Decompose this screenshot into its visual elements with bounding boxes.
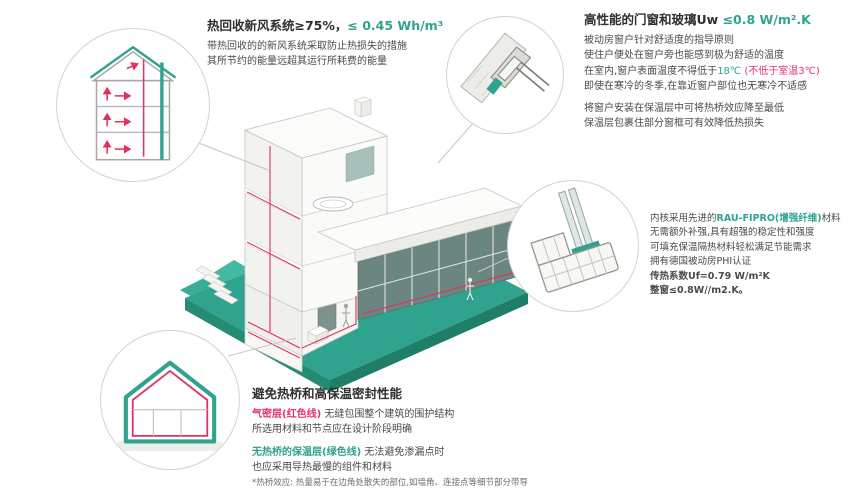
human-figures — [342, 277, 474, 328]
garden-stairs — [195, 265, 239, 305]
insulation-detail-circle — [100, 330, 240, 470]
insulation-title: 避免热桥和高保温密封性能 — [252, 386, 403, 401]
window-corner-detail-circle — [446, 16, 564, 134]
title-value: ≤0.8 W/m².K — [722, 12, 811, 27]
window-profile-circle — [507, 180, 639, 312]
isometric-house-illustration — [180, 96, 537, 392]
text-line: 所选用材料和节点应在设计阶段明确 — [252, 424, 412, 436]
title-segment: 高性能的门窗和玻璃Uw — [584, 12, 723, 27]
text-line: 其所节约的能量远超其运行所耗费的能量 — [207, 56, 387, 68]
house-section-airflow-illustration — [89, 45, 177, 161]
ventilation-detail-circle — [56, 28, 210, 182]
window-corner-illustration — [460, 32, 550, 104]
profile-text-block: 内核采用先进的RAU-FIPRO(增强纤维)材料 无需额外补强,具有超强的稳定性… — [650, 212, 862, 299]
title-segment: 热回收新风系统≥75%， — [207, 18, 348, 33]
text-segment: 无缝包围整个建筑的围护结构 — [321, 409, 455, 421]
text-line: 在室内,窗户表面温度不得低于18℃ (不低于室温3℃) — [584, 64, 862, 79]
text-line: 带热回收的的新风系统采取防止热损失的措施 — [207, 41, 407, 53]
text-line: 拥有德国被动房PHI认证 — [650, 256, 752, 268]
text-line: 被动房窗户针对舒适度的指导原则 — [584, 35, 734, 47]
material-name: RAU-FIPRO(增强纤维) — [716, 213, 822, 224]
text-line: 使住户便处在窗户旁也能感到极为舒适的温度 — [584, 50, 784, 62]
text-line: 内核采用先进的RAU-FIPRO(增强纤维)材料 — [650, 212, 862, 226]
text-segment: 内核采用先进的 — [650, 213, 717, 224]
insulation-text-block: 避免热桥和高保温密封性能 气密层(红色线) 无缝包围整个建筑的围护结构 所选用材… — [252, 386, 582, 490]
temperature-note: (不低于室温3℃) — [741, 65, 820, 77]
text-segment: 无法避免渗漏点时 — [361, 446, 445, 458]
text-line: 即使在寒冷的冬季,在靠近窗户部位也无寒冷不适感 — [584, 80, 808, 92]
text-line: 可填充保温隔热材料轻松满足节能需求 — [650, 241, 812, 253]
temperature-value: 18℃ — [717, 65, 742, 77]
insulation-layer-label: 无热桥的保温层(绿色线) — [252, 446, 362, 458]
footnote: *热桥效应: 热量易于在边角处散失的部位,如墙角、连接点等细节部分带导 — [252, 478, 529, 488]
text-segment: 在室内,窗户表面温度不得低于 — [584, 65, 718, 77]
ventilation-title: 热回收新风系统≥75%，≤ 0.45 Wh/m³ — [207, 18, 475, 34]
text-line: 气密层(红色线) 无缝包围整个建筑的围护结构 — [252, 407, 582, 422]
insulation-house-illustration — [117, 360, 223, 452]
text-line: 无需额外补强,具有超强的稳定性和强度 — [650, 227, 815, 239]
title-value: ≤ 0.45 Wh/m³ — [347, 18, 444, 33]
window-profile-illustration — [530, 187, 619, 293]
airtight-layer-label: 气密层(红色线) — [252, 409, 322, 421]
windows-title: 高性能的门窗和玻璃Uw ≤0.8 W/m².K — [584, 12, 862, 28]
text-line: 无热桥的保温层(绿色线) 无法避免渗漏点时 — [252, 445, 582, 460]
uw-value-line: 整窗≤0.8W//m2.K。 — [650, 285, 749, 297]
text-line: 将窗户安装在保温层中可将热桥效应降至最低 — [584, 103, 784, 114]
ventilation-text-block: 热回收新风系统≥75%，≤ 0.45 Wh/m³ 带热回收的的新风系统采取防止热… — [207, 18, 475, 70]
text-segment: 材料 — [821, 213, 841, 224]
windows-text-block: 高性能的门窗和玻璃Uw ≤0.8 W/m².K 被动房窗户针对舒适度的指导原则 … — [584, 12, 862, 131]
text-line: 保温层包裹住部分窗框可有效降低热损失 — [584, 118, 764, 130]
text-line: 也应采用导热最慢的组件和材料 — [252, 461, 392, 473]
uf-value-line: 传热系数Uf=0.79 W/m²K — [650, 270, 770, 282]
